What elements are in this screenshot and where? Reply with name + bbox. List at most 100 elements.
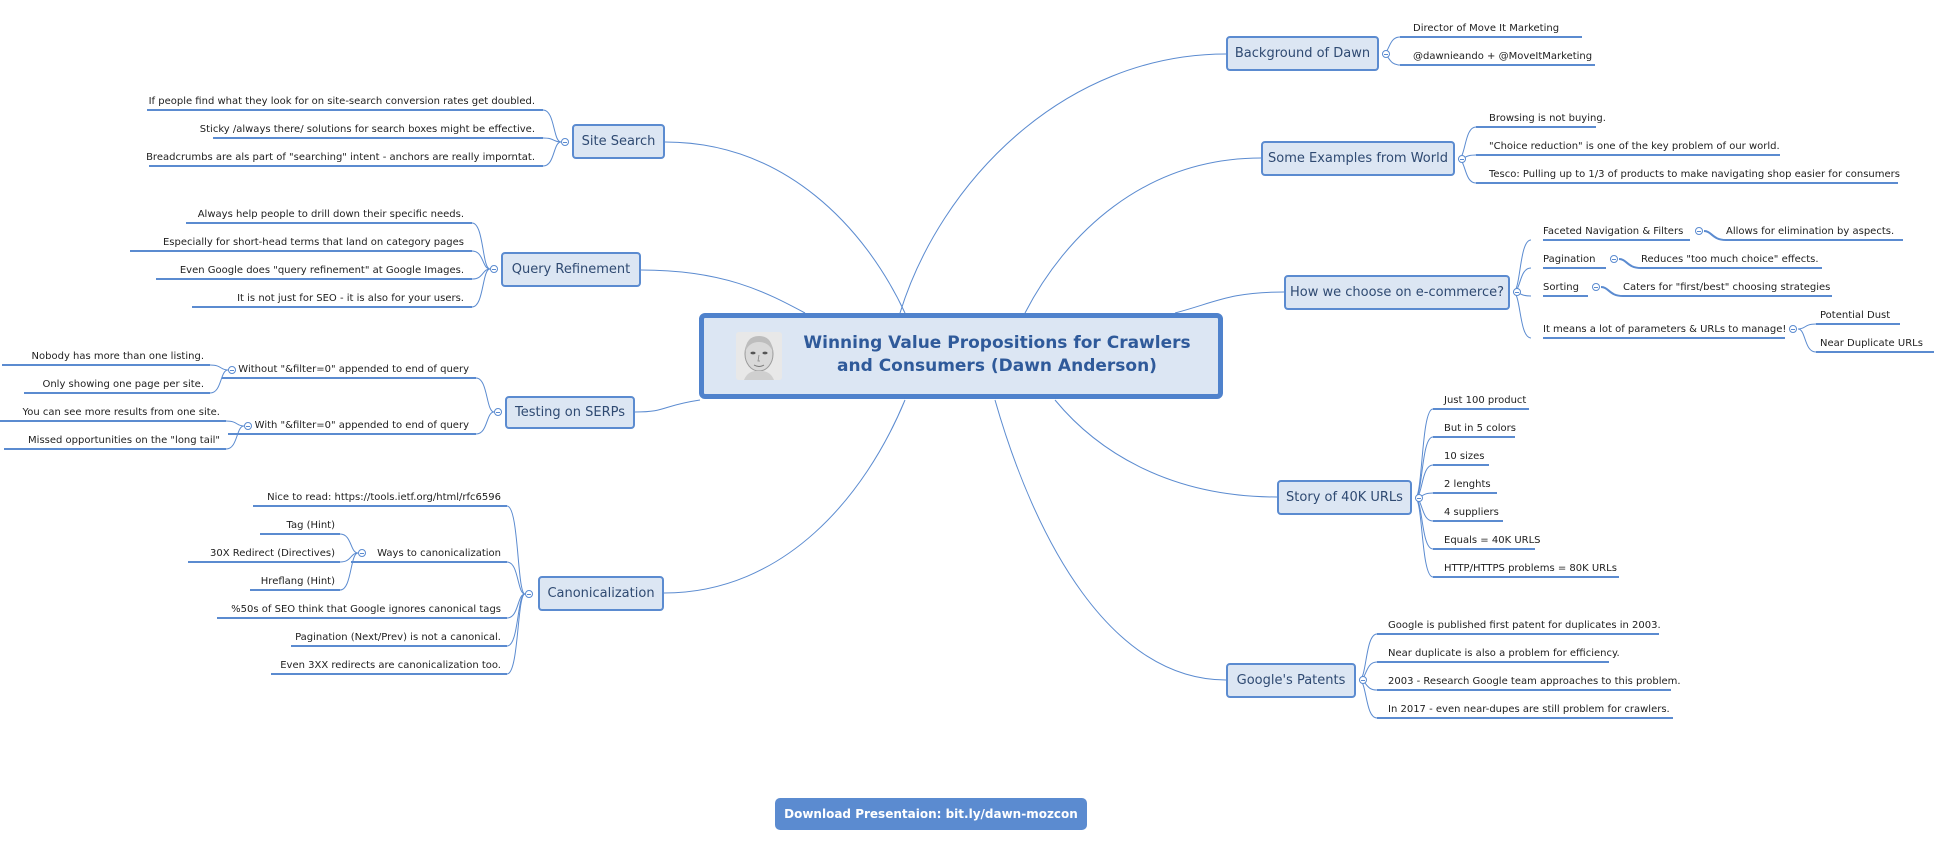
list-item: Only showing one page per site. — [42, 379, 204, 390]
list-item: HTTP/HTTPS problems = 80K URLs — [1444, 563, 1617, 574]
connector — [1414, 408, 1434, 499]
collapse-without-filter[interactable] — [228, 366, 236, 374]
list-item: It is not just for SEO - it is also for … — [237, 293, 464, 304]
topic-label: Site Search — [581, 134, 656, 149]
connector — [1512, 291, 1532, 339]
list-item: Google is published first patent for dup… — [1388, 620, 1661, 631]
collapse-params[interactable] — [1789, 325, 1797, 333]
connector — [640, 269, 806, 314]
list-item: Tesco: Pulling up to 1/3 of products to … — [1489, 169, 1900, 180]
collapse-ways-canonicalization[interactable] — [358, 549, 366, 557]
connector — [339, 533, 359, 554]
list-item: Especially for short-head terms that lan… — [162, 237, 464, 248]
topic-label: Story of 40K URLs — [1286, 490, 1403, 505]
connector — [1174, 291, 1285, 314]
connector — [1512, 239, 1532, 293]
central-title: Winning Value Propositions for Crawlers … — [803, 333, 1191, 376]
topic-label: Canonicalization — [547, 586, 655, 601]
topic-label: Some Examples from World — [1268, 151, 1448, 166]
collapse-examples[interactable] — [1458, 155, 1466, 163]
list-item: @dawnieando + @MoveItMarketing — [1413, 51, 1593, 62]
list-item: In 2017 - even near-dupes are still prob… — [1388, 704, 1670, 715]
collapse-testing-serps[interactable] — [494, 408, 502, 416]
subtopic-with-filter[interactable]: With "&filter=0" appended to end of quer… — [254, 420, 469, 431]
topic-some-examples[interactable]: Some Examples from World — [1261, 141, 1455, 176]
connector — [1358, 633, 1378, 681]
connector — [471, 222, 491, 270]
list-item: 10 sizes — [1444, 451, 1485, 462]
central-topic[interactable]: Winning Value Propositions for Crawlers … — [699, 313, 1223, 399]
collapse-pagination[interactable] — [1610, 255, 1618, 263]
collapse-background[interactable] — [1382, 50, 1390, 58]
list-item: Caters for "first/best" choosing strateg… — [1623, 282, 1831, 293]
collapse-faceted[interactable] — [1695, 227, 1703, 235]
download-presentation-button[interactable]: Download Presentaion: bit.ly/dawn-mozcon — [775, 798, 1087, 830]
list-item: Missed opportunities on the "long tail" — [28, 435, 220, 446]
connector — [225, 420, 245, 427]
topic-label: Background of Dawn — [1234, 46, 1371, 61]
connector — [1797, 323, 1817, 330]
connector — [542, 137, 562, 143]
list-item: %50s of SEO think that Google ignores ca… — [231, 604, 501, 615]
connector — [1358, 679, 1378, 719]
connector — [1414, 497, 1434, 578]
topic-testing-serps[interactable]: Testing on SERPs — [505, 396, 635, 429]
connector — [542, 141, 562, 167]
connector — [542, 109, 562, 143]
list-item: Equals = 40K URLS — [1444, 535, 1541, 546]
collapse-with-filter[interactable] — [244, 422, 252, 430]
list-item: Tag (Hint) — [286, 520, 335, 531]
list-item: Even 3XX redirects are canonicalization … — [280, 660, 501, 671]
connector — [663, 399, 906, 594]
list-item: Always help people to drill down their s… — [197, 209, 464, 220]
topic-label: Query Refinement — [511, 262, 631, 277]
connector — [634, 399, 701, 413]
collapse-sorting[interactable] — [1592, 283, 1600, 291]
collapse-site-search[interactable] — [561, 138, 569, 146]
topic-query-refinement[interactable]: Query Refinement — [501, 252, 641, 287]
collapse-query-refinement[interactable] — [490, 265, 498, 273]
list-item: Allows for elimination by aspects. — [1726, 226, 1895, 237]
connector — [471, 268, 491, 308]
topic-label: Google's Patents — [1236, 673, 1346, 688]
subtopic-parameters[interactable]: It means a lot of parameters & URLs to m… — [1543, 324, 1787, 335]
connector — [1797, 328, 1817, 353]
subtopic-sorting[interactable]: Sorting — [1543, 282, 1579, 293]
list-item: 30X Redirect (Directives) — [210, 548, 335, 559]
list-item: But in 5 colors — [1444, 423, 1516, 434]
list-item: Pagination (Next/Prev) is not a canonica… — [295, 632, 501, 643]
connector — [471, 268, 491, 280]
topic-background-of-dawn[interactable]: Background of Dawn — [1226, 36, 1379, 71]
connector — [899, 53, 1227, 314]
topic-ecommerce-choice[interactable]: How we choose on e-commerce? — [1284, 275, 1510, 310]
subtopic-faceted-navigation[interactable]: Faceted Navigation & Filters — [1543, 226, 1684, 237]
topic-canonicalization[interactable]: Canonicalization — [538, 576, 664, 611]
list-item: "Choice reduction" is one of the key pro… — [1489, 141, 1780, 152]
subtopic-without-filter[interactable]: Without "&filter=0" appended to end of q… — [238, 364, 469, 375]
connector — [209, 369, 229, 394]
list-item: Reduces "too much choice" effects. — [1641, 254, 1819, 265]
subtopic-ways-canonicalization[interactable]: Ways to canonicalization — [377, 548, 501, 559]
collapse-canonicalization[interactable] — [525, 590, 533, 598]
collapse-ecommerce[interactable] — [1513, 288, 1521, 296]
collapse-patents[interactable] — [1359, 676, 1367, 684]
list-item: Nobody has more than one listing. — [31, 351, 204, 362]
list-item: You can see more results from one site. — [22, 407, 221, 418]
list-item: 2003 - Research Google team approaches t… — [1388, 676, 1681, 687]
collapse-story[interactable] — [1415, 494, 1423, 502]
connector — [475, 377, 495, 413]
connector — [339, 552, 359, 591]
connector — [471, 250, 491, 270]
topic-site-search[interactable]: Site Search — [572, 124, 665, 159]
connector — [1414, 497, 1434, 550]
list-item: Nice to read: https://tools.ietf.org/htm… — [267, 492, 501, 503]
list-item: If people find what they look for on sit… — [148, 96, 535, 107]
connector — [225, 425, 245, 450]
connector — [1024, 157, 1262, 314]
topic-google-patents[interactable]: Google's Patents — [1226, 663, 1356, 698]
list-item: Near duplicate is also a problem for eff… — [1388, 648, 1620, 659]
topic-story-40k-urls[interactable]: Story of 40K URLs — [1277, 480, 1412, 515]
connector — [506, 505, 526, 595]
subtopic-pagination[interactable]: Pagination — [1543, 254, 1596, 265]
